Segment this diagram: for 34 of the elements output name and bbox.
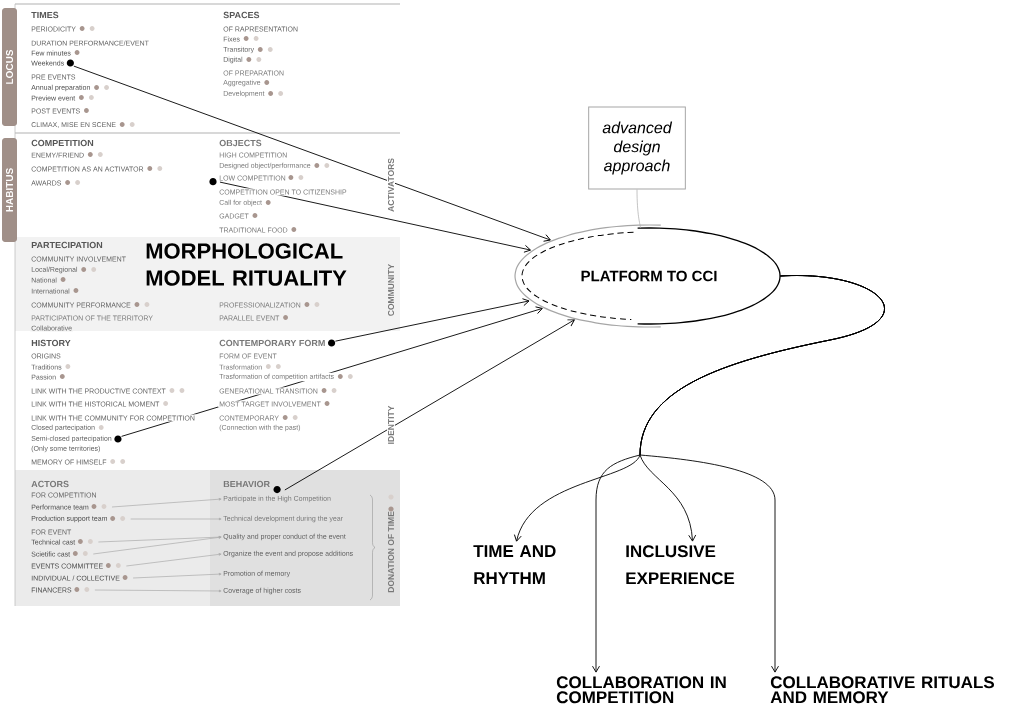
connector-line bbox=[636, 189, 641, 229]
section-heading: BEHAVIOR bbox=[222, 479, 272, 489]
arrow bbox=[111, 497, 222, 508]
outcome-label: TIME AND RHYTHM bbox=[473, 545, 556, 584]
annotation-box: advanced design approach bbox=[588, 106, 686, 190]
side-label: ACTIVATORS bbox=[387, 157, 395, 213]
arrow bbox=[132, 572, 222, 579]
arrow bbox=[94, 589, 222, 593]
ellipse-node: PLATFORM TO CCI bbox=[514, 224, 781, 328]
section-heading: COMPETITION bbox=[30, 138, 95, 148]
tab-label: LOCUS bbox=[2, 8, 17, 126]
side-label: IDENTITY bbox=[387, 404, 395, 446]
section-heading: OBJECTS bbox=[218, 138, 263, 148]
outcome-label: COLLABORATION IN COMPETITION bbox=[556, 676, 726, 704]
section-heading: TIMES bbox=[30, 10, 60, 20]
diagram-title: MORPHOLOGICAL MODEL RITUALITY bbox=[146, 243, 347, 286]
leader-arrow bbox=[284, 319, 575, 491]
section-heading: HISTORY bbox=[30, 338, 72, 348]
side-label: COMMUNITY bbox=[387, 262, 395, 318]
leader-arrow bbox=[334, 298, 530, 342]
section-heading: CONTEMPORARY FORM bbox=[218, 338, 336, 348]
leader-arrow bbox=[73, 65, 551, 242]
section-heading: PARTECIPATION bbox=[30, 240, 104, 250]
arrow bbox=[126, 553, 222, 567]
arrow bbox=[639, 275, 885, 673]
leader-arrow bbox=[219, 181, 531, 253]
outcome-label: INCLUSIVE EXPERIENCE bbox=[626, 545, 735, 585]
tab-label: HABITUS bbox=[2, 138, 17, 242]
section-heading: ACTORS bbox=[30, 479, 71, 489]
arrow bbox=[98, 535, 222, 543]
section-heading: SPACES bbox=[222, 10, 261, 20]
side-label: DONATION OF TIME bbox=[387, 510, 395, 594]
arrow bbox=[92, 536, 222, 555]
outcome-label: COLLABORATIVE RITUALS AND MEMORY bbox=[770, 676, 994, 704]
